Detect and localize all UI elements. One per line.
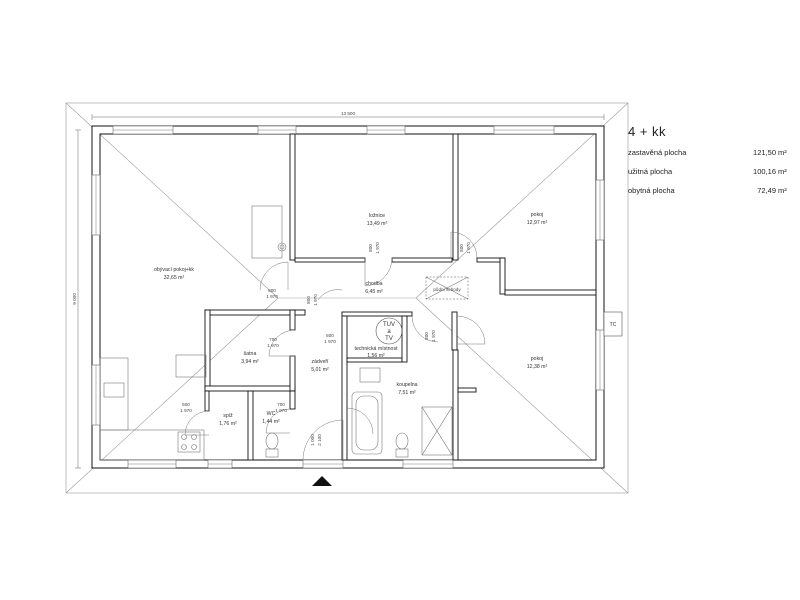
room-name-loznice: ložnice: [369, 213, 385, 219]
door-dim: 700: [269, 337, 277, 342]
door-dim: 1 970: [266, 294, 278, 299]
room-name-technicka: technická místnost: [355, 346, 399, 352]
room-name-koupelna: koupelna: [396, 382, 417, 388]
door-dim: 2 100: [317, 434, 322, 446]
door-dim: 1 000: [310, 434, 315, 446]
room-name-wc: WC: [267, 411, 276, 417]
room-area-loznice: 13,49 m²: [367, 221, 388, 227]
interior-walls: [204, 133, 597, 461]
furniture: [99, 205, 453, 461]
window-lines: [95, 129, 601, 465]
legend-value: 121,50: [753, 148, 776, 157]
water-heater-icon: [375, 317, 403, 345]
legend-unit: m²: [778, 167, 787, 176]
door-dim: 600: [182, 402, 190, 407]
door-dim: 1 970: [466, 242, 471, 254]
heat-pump-box: [603, 311, 623, 337]
legend-value: 72,49: [757, 186, 776, 195]
room-name-pokoj2: pokoj: [531, 356, 543, 362]
door-dim: 800: [368, 244, 373, 252]
door-dim: 1 970: [180, 408, 192, 413]
door-dim: 800: [268, 288, 276, 293]
legend-unit: m²: [778, 148, 787, 157]
windows: [91, 125, 605, 469]
room-area-wc: 1,44 m²: [262, 419, 280, 425]
door-dim: 1 970: [275, 408, 287, 413]
entrance-arrow-icon: [312, 476, 332, 486]
legend-label: zastavěná plocha: [628, 148, 687, 157]
room-area-obyvak: 32,65 m²: [164, 275, 185, 281]
door-dim: 1 970: [324, 339, 336, 344]
room-area-spiz: 1,76 m²: [219, 421, 237, 427]
legend-row: obytná plocha 72,49 m²: [628, 186, 788, 205]
legend-unit: m²: [778, 186, 787, 195]
room-area-pokoj1: 12,97 m²: [527, 220, 548, 226]
legend-row: zastavěná plocha 121,50 m²: [628, 148, 788, 167]
door-dim: 700: [277, 402, 285, 407]
door-dim: 1 970: [313, 294, 318, 306]
room-name-zadveri: zádveří: [311, 359, 329, 365]
door-swings: [184, 231, 486, 461]
tuv-line3: TV: [385, 336, 393, 342]
width-dimension: 13 500: [341, 111, 355, 116]
legend-row: užitná plocha 100,16 m²: [628, 167, 788, 186]
tuv-line2: a: [387, 329, 391, 335]
attic-stairs: [425, 276, 469, 300]
exterior-walls: [91, 125, 605, 469]
room-name-pokoj1: pokoj: [531, 212, 543, 218]
room-name-obyvak: obývací pokoj+kk: [154, 267, 194, 273]
room-name-satna: šatna: [244, 351, 257, 357]
heat-pump-label: TC: [610, 322, 617, 328]
dimension-lines: [75, 114, 605, 469]
door-dim: 800: [326, 333, 334, 338]
tuv-line1: TUV: [383, 322, 395, 328]
room-name-chodba: chodba: [365, 281, 382, 287]
door-dim: 1 970: [375, 242, 380, 254]
room-name-spiz: spíž: [223, 413, 233, 419]
legend-label: obytná plocha: [628, 186, 675, 195]
door-dim: 1 970: [431, 330, 436, 342]
door-dimensions: 800 1 970 800 1 970 700 1 970 600 1 970 …: [180, 242, 471, 446]
door-dim: 800: [459, 244, 464, 252]
layout-title: 4 + kk: [628, 124, 667, 139]
door-dim: 1 970: [267, 343, 279, 348]
room-area-satna: 3,94 m²: [241, 359, 259, 365]
room-area-zadveri: 5,01 m²: [311, 367, 329, 373]
legend-value: 100,16: [753, 167, 776, 176]
room-area-technicka: 1,56 m²: [367, 353, 385, 359]
door-dim: 800: [424, 332, 429, 340]
legend-label: užitná plocha: [628, 167, 673, 176]
attic-stairs-label: půdní schody: [433, 286, 461, 292]
height-dimension: 9 000: [72, 293, 77, 305]
door-dim: 800: [306, 296, 311, 304]
room-area-koupelna: 7,51 m²: [398, 390, 416, 396]
area-legend: 4 + kk zastavěná plocha 121,50 m² užitná…: [628, 124, 788, 205]
room-area-pokoj2: 12,38 m²: [527, 364, 548, 370]
room-area-chodba: 6,45 m²: [365, 289, 383, 295]
